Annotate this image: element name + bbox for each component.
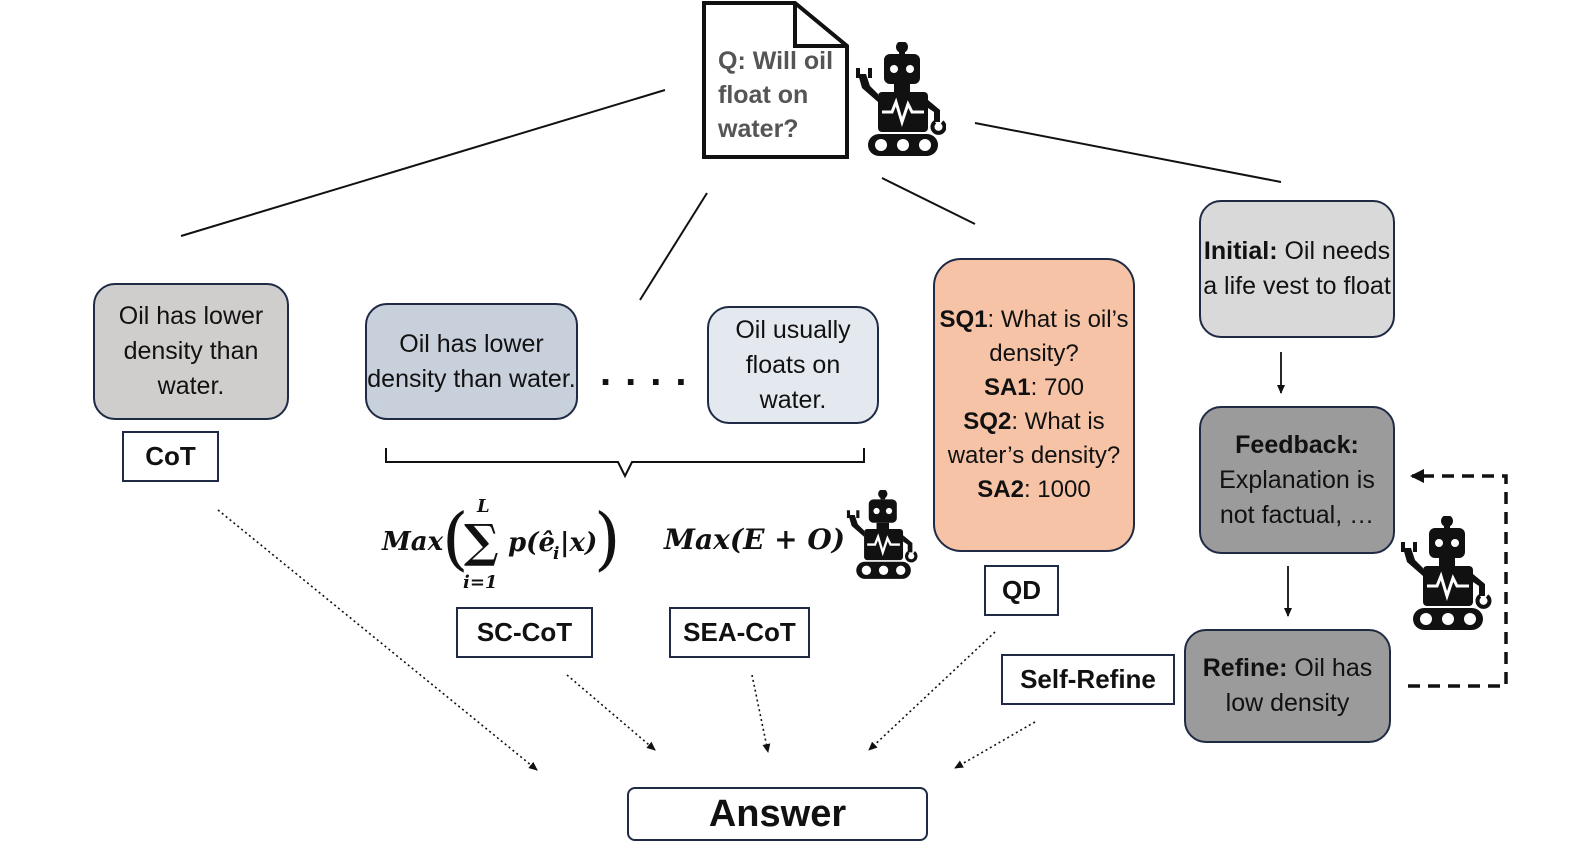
feedback-text: Feedback: Explanation is not factual, … (1219, 430, 1375, 529)
initial-text: Initial: Oil needs a life vest to float (1203, 237, 1391, 300)
self-refine-feedback-box: Feedback: Explanation is not factual, … (1199, 406, 1395, 554)
sc-cot-rationale-1-text: Oil has lower density than water. (367, 329, 576, 393)
formula-lower-limit: i=1 (463, 572, 498, 593)
qd-sa1: SA1: 700 (983, 374, 1085, 401)
arrow-cot-to-answer (217, 509, 538, 771)
formula-term: p(ê (508, 528, 556, 558)
sea-cot-formula: Max(E + O) (664, 523, 846, 556)
qd-sa2: SA2: 1000 (977, 476, 1091, 503)
qd-box: SQ1: What is oil’s density? SA1: 700 SQ2… (933, 258, 1135, 552)
formula-tail: |x) (560, 528, 598, 558)
sc-cot-rationale-box-1: Oil has lower density than water. (365, 303, 578, 420)
cot-label: CoT (122, 431, 219, 482)
robot-icon (846, 490, 918, 579)
dashed-loop-arrowhead (1410, 469, 1424, 483)
robot-icon (856, 42, 946, 156)
sc-cot-rationale-box-n: Oil usually floats on water. (707, 306, 879, 424)
qd-sq1: SQ1: What is oil’s density? (939, 306, 1129, 367)
sc-cot-rationale-n-text: Oil usually floats on water. (735, 315, 851, 414)
document-icon (702, 1, 849, 159)
dashed-loop-refine-to-feedback (1408, 474, 1508, 688)
refine-text: Refine: Oil has low density (1202, 654, 1373, 717)
self-refine-refine-box: Refine: Oil has low density (1184, 629, 1391, 743)
sea-cot-label: SEA-CoT (669, 607, 810, 658)
line-question-to-qd (881, 177, 976, 225)
line-question-to-self-refine (974, 122, 1282, 183)
formula-max: Max (382, 527, 444, 557)
arrow-qd-to-answer (868, 631, 996, 751)
line-question-to-cot (180, 89, 666, 237)
qd-sq2: SQ2: What is water’s density? (947, 408, 1121, 469)
formula-left-paren: ( (442, 500, 469, 579)
arrow-sea-cot-to-answer (751, 674, 771, 753)
arrow-self-refine-to-answer (954, 721, 1036, 769)
robot-icon (1401, 516, 1492, 630)
cot-rationale-text: Oil has lower density than water. (118, 302, 264, 400)
arrow-sc-cot-to-answer (566, 674, 656, 751)
formula-subscript: i (553, 544, 560, 564)
formula-right-paren: ) (594, 500, 621, 579)
answer-box: Answer (627, 787, 928, 841)
question-text: Q: Will oil float on water? (718, 47, 834, 143)
qd-label: QD (984, 565, 1059, 616)
self-refine-label: Self-Refine (1001, 654, 1175, 705)
line-question-to-sc-cot (639, 192, 708, 301)
formula-sum: ∑ (464, 514, 499, 568)
self-refine-initial-box: Initial: Oil needs a life vest to float (1199, 200, 1395, 338)
formula-upper-limit: L (477, 496, 490, 517)
sc-cot-label: SC-CoT (456, 607, 593, 658)
sc-cot-brace (385, 448, 865, 479)
cot-rationale-box: Oil has lower density than water. (93, 283, 289, 420)
sc-cot-ellipsis: .... (600, 350, 701, 394)
